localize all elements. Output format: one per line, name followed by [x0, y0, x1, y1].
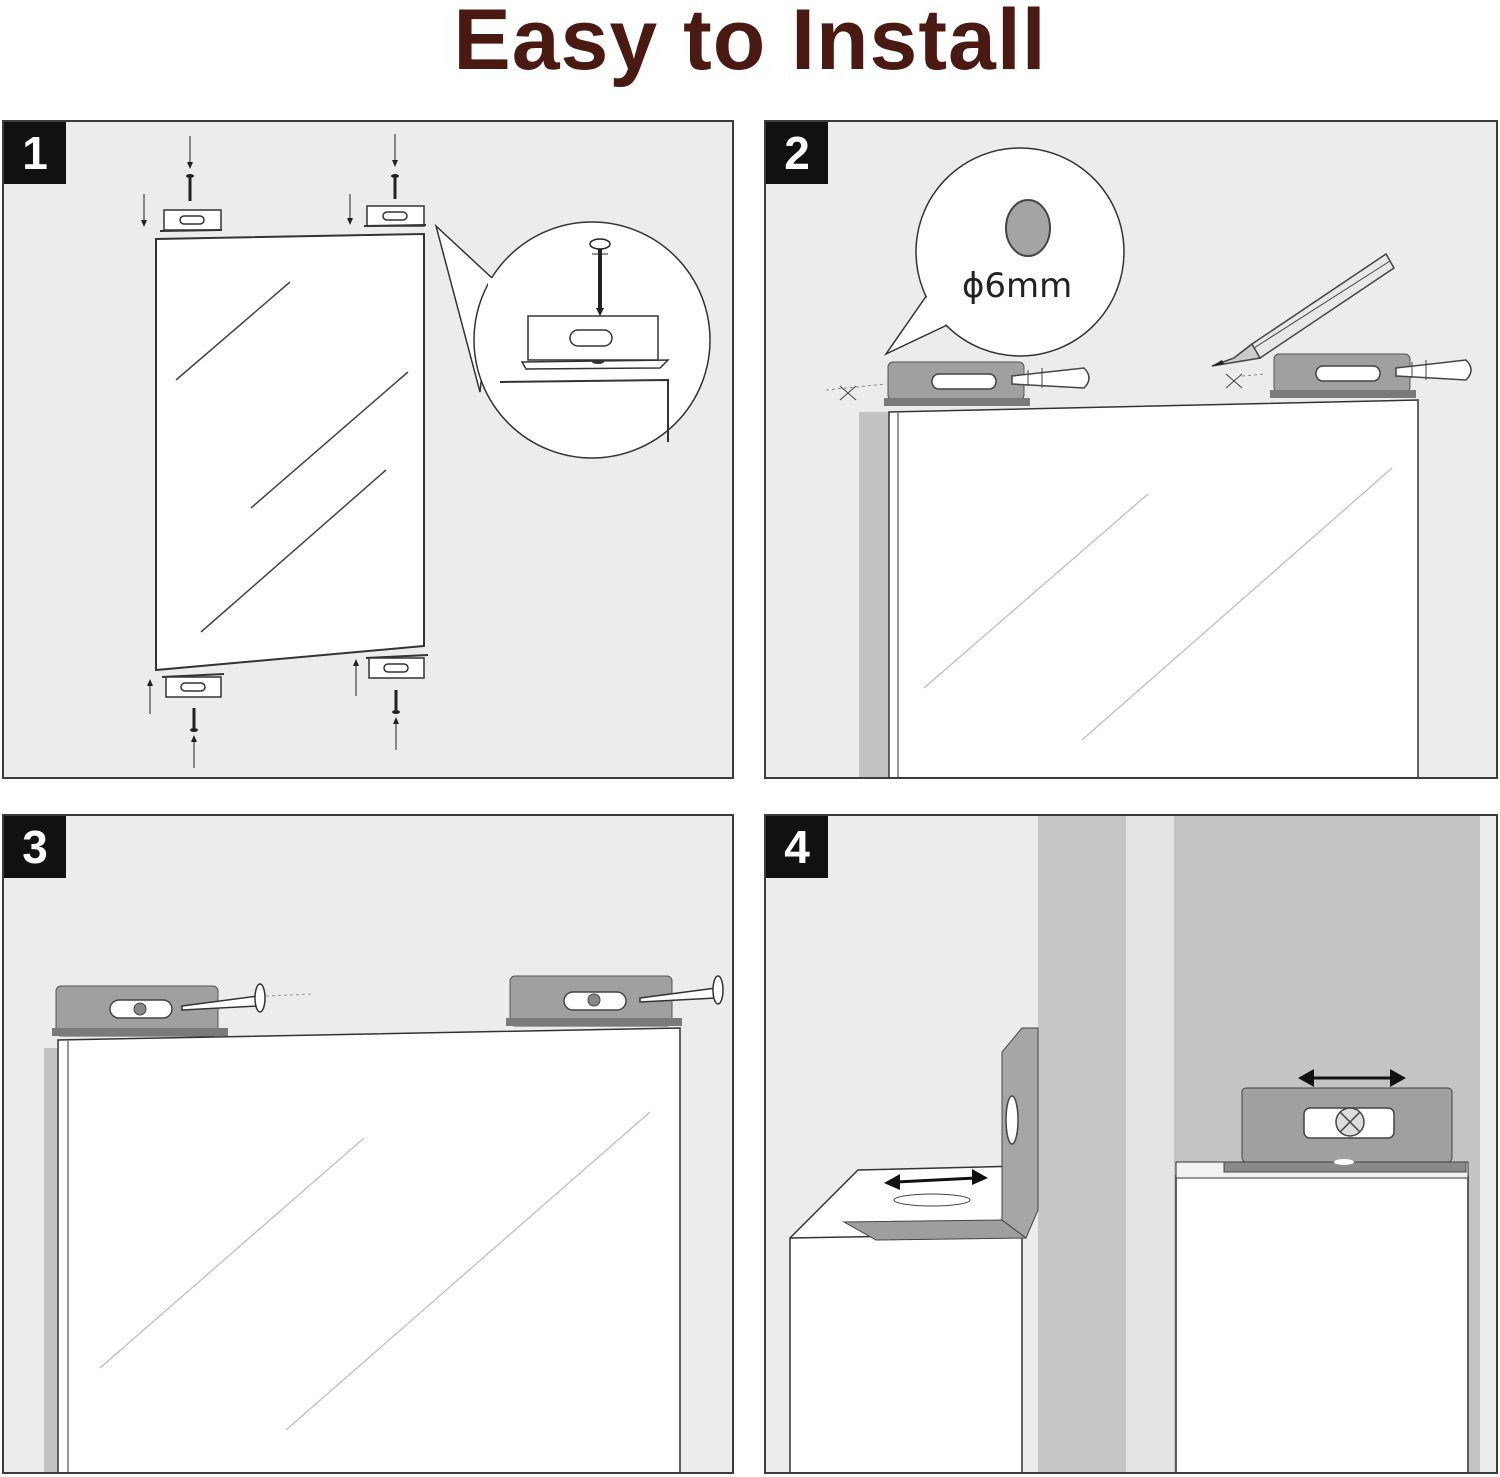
mirror: [888, 399, 1419, 777]
screw-top-left: [186, 174, 194, 201]
bracket-front: [1223, 1087, 1467, 1173]
mirror-reflection-line: [99, 1137, 365, 1369]
step-2-badge: 2: [766, 122, 828, 184]
mirror-reflection-line: [923, 493, 1149, 689]
hole-size-label: ϕ6mm: [962, 266, 1073, 306]
double-arrow-icon: [884, 1169, 988, 1190]
step-3-badge: 3: [4, 816, 66, 878]
drill-hole-icon: [1005, 199, 1051, 257]
step-2-illustration: [825, 147, 1472, 777]
mirror-front: [1175, 1175, 1469, 1472]
step-3-panel: 3: [2, 814, 734, 1474]
page-title: Easy to Install: [453, 0, 1047, 88]
screw-bottom-right: [392, 690, 400, 714]
zoom-callout: [434, 221, 711, 459]
double-arrow-icon: [1298, 1069, 1406, 1087]
mirror-reflection-line: [1081, 467, 1393, 741]
bracket-left: [884, 361, 1030, 406]
hole-size-callout: [883, 147, 1125, 357]
wall-pillar: [1038, 816, 1126, 1472]
bracket-right: [1270, 353, 1416, 398]
mirror-reflection-line: [250, 371, 409, 509]
mirror: [155, 232, 425, 672]
bracket-top-right: [363, 205, 427, 227]
step-4-panel: 4: [764, 814, 1498, 1474]
pencil-icon: [1211, 252, 1395, 367]
step-4-illustration: [789, 816, 1480, 1472]
step-4-badge: 4: [766, 816, 828, 878]
bracket-bottom-left: [161, 673, 225, 698]
mirror: [57, 1027, 681, 1472]
bracket-side: [842, 1027, 1039, 1241]
mirror-side: [789, 1165, 1023, 1472]
bracket-top-left: [159, 209, 223, 232]
step-1-panel: 1: [2, 120, 734, 779]
screw-bottom-left: [190, 708, 198, 732]
mirror-reflection-line: [285, 1111, 651, 1431]
step-1-badge: 1: [4, 122, 66, 184]
step-3-illustration: [44, 975, 724, 1472]
step-2-panel: 2: [764, 120, 1498, 779]
screw-right: [587, 975, 724, 1007]
mirror-reflection-line: [200, 469, 387, 633]
step-1-illustration: [141, 134, 711, 768]
wall-anchor-left: [1011, 367, 1090, 389]
wall-edge: [859, 412, 889, 777]
mirror-reflection-line: [175, 281, 291, 381]
screw-left: [133, 983, 266, 1016]
wall-anchor-right: [1395, 359, 1472, 381]
screw-top-right: [391, 174, 399, 199]
wall-edge: [44, 1048, 58, 1472]
bracket-bottom-right: [365, 654, 429, 679]
